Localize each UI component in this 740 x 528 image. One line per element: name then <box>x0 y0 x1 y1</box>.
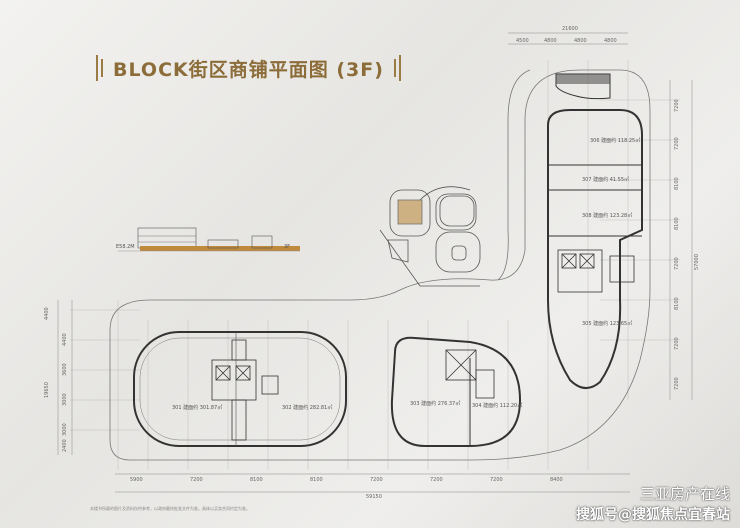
top-canopy <box>555 73 611 100</box>
dim-bottom-4: 7200 <box>370 477 383 483</box>
dim-top-3: 4800 <box>604 38 617 44</box>
dim-left-3: 3000 <box>62 393 68 406</box>
watermark: 三亚房产在线 搜狐号@搜狐焦点宜春站 <box>576 483 730 524</box>
dim-bottom-0: 5900 <box>130 477 143 483</box>
unit-label-308: 308 建面约 123.28㎡ <box>582 213 633 219</box>
dim-left-1: 4400 <box>62 333 68 346</box>
column-grid <box>70 60 680 470</box>
core-tower <box>557 249 635 293</box>
unit-label-302: 302 建面约 282.81㎡ <box>282 405 333 411</box>
dim-right-5: 8100 <box>674 297 680 310</box>
dim-bottom-6: 7200 <box>490 477 503 483</box>
dim-left-0: 4400 <box>44 307 50 320</box>
dim-left-2: 3600 <box>62 363 68 376</box>
watermark-line-1: 三亚房产在线 <box>639 485 730 503</box>
unit-label-301: 301 建面约 301.87㎡ <box>172 405 223 411</box>
core-left <box>211 332 279 446</box>
footnote: 本楼书所载的图片及资料仅供参考，以政府最终批准文件为准，具体以买卖合同约定为准。 <box>90 506 250 511</box>
watermark-line-2: 搜狐号@搜狐焦点宜春站 <box>576 507 730 523</box>
dim-right-7: 7200 <box>674 377 680 390</box>
dim-right-total: 57000 <box>694 254 700 270</box>
dim-left-5: 2400 <box>62 439 68 452</box>
dim-bottom-5: 7200 <box>430 477 443 483</box>
block-303-304 <box>390 336 522 447</box>
unit-label-307: 307 建面约 41.55㎡ <box>582 177 630 183</box>
unit-label-306: 306 建面约 118.25㎡ <box>590 138 641 144</box>
dim-right-1: 7200 <box>674 137 680 150</box>
dim-right-0: 7200 <box>674 99 680 112</box>
core-middle <box>445 349 495 399</box>
unit-label-303: 303 建面约 276.37㎡ <box>410 401 461 407</box>
page-title: BLOCK街区商铺平面图 (3F) <box>113 58 384 81</box>
dim-bottom-7: 8400 <box>550 477 563 483</box>
dim-bottom-3: 8100 <box>310 477 323 483</box>
dim-bottom-1: 7200 <box>190 477 203 483</box>
key-plan <box>379 186 481 287</box>
title-block: BLOCK街区商铺平面图 (3F) <box>96 50 401 86</box>
dim-top-0: 4500 <box>516 38 529 44</box>
dim-top-1: 4800 <box>544 38 557 44</box>
elevation-thumbnail <box>118 227 300 252</box>
elevation-level: E58.2M <box>116 244 135 250</box>
dimension-lines <box>57 32 693 493</box>
dim-bottom-total: 59150 <box>366 494 382 500</box>
dim-left-total: 19650 <box>44 382 50 398</box>
unit-label-304: 304 建面约 112.20㎡ <box>472 403 523 409</box>
dim-right-6: 7200 <box>674 337 680 350</box>
block-301-302 <box>133 331 347 447</box>
title-ornament-left <box>96 55 103 81</box>
dim-top-2: 4800 <box>574 38 587 44</box>
podium-outline <box>109 69 651 461</box>
dim-bottom-2: 8100 <box>250 477 263 483</box>
dim-left-4: 3000 <box>62 423 68 436</box>
dim-right-4: 7200 <box>674 257 680 270</box>
unit-label-305: 305 建面约 123.65㎡ <box>582 321 633 327</box>
title-ornament-right <box>393 55 401 81</box>
elevation-floor: 3F <box>284 244 291 250</box>
dim-top-total: 21600 <box>562 26 578 32</box>
dim-right-3: 8100 <box>674 217 680 230</box>
dim-right-2: 8100 <box>674 177 680 190</box>
tower-block <box>547 109 643 389</box>
